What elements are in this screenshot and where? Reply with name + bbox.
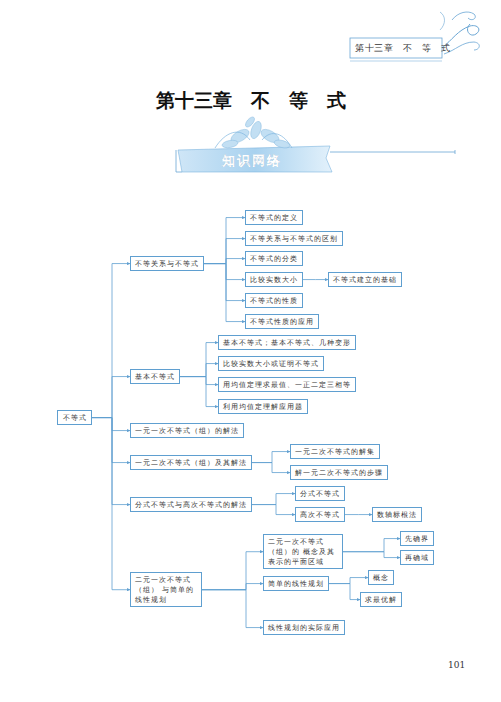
topic-box: 不等式的分类 — [245, 251, 303, 266]
topic-box: 基本不等式 — [130, 369, 180, 384]
topic-box: 再确域 — [400, 550, 434, 565]
node-text: 不等式 — [62, 413, 87, 423]
topic-box: 简单的线性规划 — [263, 576, 329, 591]
connector — [202, 584, 263, 590]
node-text: 求最优解 — [365, 595, 397, 605]
banner-ornament — [176, 115, 455, 172]
topic-box: 一元二次不等式的解集 — [290, 444, 380, 459]
header-frame — [350, 12, 479, 61]
connector — [204, 218, 245, 264]
connector — [92, 418, 130, 590]
connector — [202, 590, 263, 628]
connector — [204, 239, 245, 264]
topic-box: 一元一次不等式（组）的解法 — [130, 423, 244, 438]
connector — [204, 264, 245, 322]
node-text: 数轴标根法 — [377, 510, 417, 520]
connector — [92, 264, 130, 418]
topic-box: 不等式的性质 — [245, 293, 303, 308]
node-text: 用均值定理求最值、一正二定三相等 — [223, 380, 351, 390]
node-text: 解一元二次不等式的步骤 — [295, 468, 383, 478]
node-text: 一元二次不等式（组）及其解法 — [135, 458, 247, 468]
topic-box: 比较实数大小 — [245, 272, 303, 287]
node-text: 基本不等式 — [135, 372, 175, 382]
connector — [329, 578, 368, 584]
node-text: 分式不等式 — [300, 489, 340, 499]
node-text: 简单的线性规划 — [268, 579, 324, 589]
node-text: 不等式的分类 — [250, 254, 298, 264]
node-text: 一元二次不等式的解集 — [295, 447, 375, 457]
section-banner: 知识网络 — [222, 152, 282, 170]
topic-box: 求最优解 — [360, 592, 402, 607]
topic-box: 不等式性质的应用 — [245, 314, 319, 329]
connector — [204, 259, 245, 264]
topic-box: 高次不等式 — [295, 507, 345, 522]
topic-box: 比较实数大小或证明不等式 — [218, 356, 324, 371]
connector — [343, 552, 400, 558]
connector — [345, 514, 372, 515]
topic-box: 基本不等式；基本不等式、几种变形 — [218, 335, 356, 350]
topic-box: 不等式的定义 — [245, 210, 303, 225]
running-header: 第十三章 不 等 式 — [355, 42, 450, 55]
connector — [92, 418, 130, 463]
node-text: 二元一次不等式（组）的 概念及其表示的平面区域 — [268, 537, 338, 567]
topic-box: 数轴标根法 — [372, 507, 422, 522]
node-text: 不等关系与不等式 — [135, 259, 199, 269]
node-text: 分式不等式与高次不等式的解法 — [135, 500, 247, 510]
node-text: 不等式性质的应用 — [250, 317, 314, 327]
node-text: 基本不等式；基本不等式、几种变形 — [223, 338, 351, 348]
connector — [180, 343, 218, 377]
topic-box: 用均值定理求最值、一正二定三相等 — [218, 377, 356, 392]
topic-box: 不等关系与不等式 — [130, 256, 204, 271]
node-text: 比较实数大小 — [250, 275, 298, 285]
connector — [204, 264, 245, 280]
connector — [92, 418, 130, 505]
node-text: 不等关系与不等式的区别 — [250, 234, 338, 244]
topic-box: 一元二次不等式（组）及其解法 — [130, 455, 252, 470]
node-text: 利用均值定理解应用题 — [223, 402, 303, 412]
connector — [202, 552, 263, 590]
connector — [180, 377, 218, 407]
node-text: 不等式建立的基础 — [333, 275, 397, 285]
node-text: 高次不等式 — [300, 510, 340, 520]
node-text: 二元一次不等式（组） 与简单的线性规划 — [135, 575, 197, 605]
topic-box: 不等关系与不等式的区别 — [245, 231, 343, 246]
topic-box: 二元一次不等式（组） 与简单的线性规划 — [130, 572, 202, 607]
node-text: 一元一次不等式（组）的解法 — [135, 426, 239, 436]
topic-box: 先确界 — [400, 531, 434, 546]
connector — [180, 364, 218, 377]
node-text: 概念 — [373, 573, 389, 583]
node-text: 不等式的定义 — [250, 213, 298, 223]
connector — [252, 494, 295, 505]
topic-box: 分式不等式与高次不等式的解法 — [130, 497, 252, 512]
node-text: 不等式的性质 — [250, 296, 298, 306]
topic-box: 概念 — [368, 570, 394, 585]
connector — [303, 279, 328, 280]
connector — [343, 539, 400, 552]
connector — [329, 584, 360, 600]
node-text: 比较实数大小或证明不等式 — [223, 359, 319, 369]
topic-box: 分式不等式 — [295, 486, 345, 501]
node-text: 线性规划的实际应用 — [268, 623, 340, 633]
connector — [252, 505, 295, 515]
topic-box: 二元一次不等式（组）的 概念及其表示的平面区域 — [263, 534, 343, 569]
topic-box: 利用均值定理解应用题 — [218, 399, 308, 414]
page-title: 第十三章 不 等 式 — [0, 88, 501, 114]
connector — [204, 264, 245, 301]
node-text: 先确界 — [405, 534, 429, 544]
connector — [180, 377, 218, 385]
connector — [252, 452, 290, 463]
topic-box: 解一元二次不等式的步骤 — [290, 465, 388, 480]
connector — [92, 418, 130, 431]
topic-box: 线性规划的实际应用 — [263, 620, 345, 635]
node-text: 再确域 — [405, 553, 429, 563]
root-box: 不等式 — [57, 410, 92, 425]
connector — [92, 377, 130, 418]
connector — [252, 463, 290, 473]
page-number: 101 — [448, 660, 465, 670]
topic-box: 不等式建立的基础 — [328, 272, 402, 287]
